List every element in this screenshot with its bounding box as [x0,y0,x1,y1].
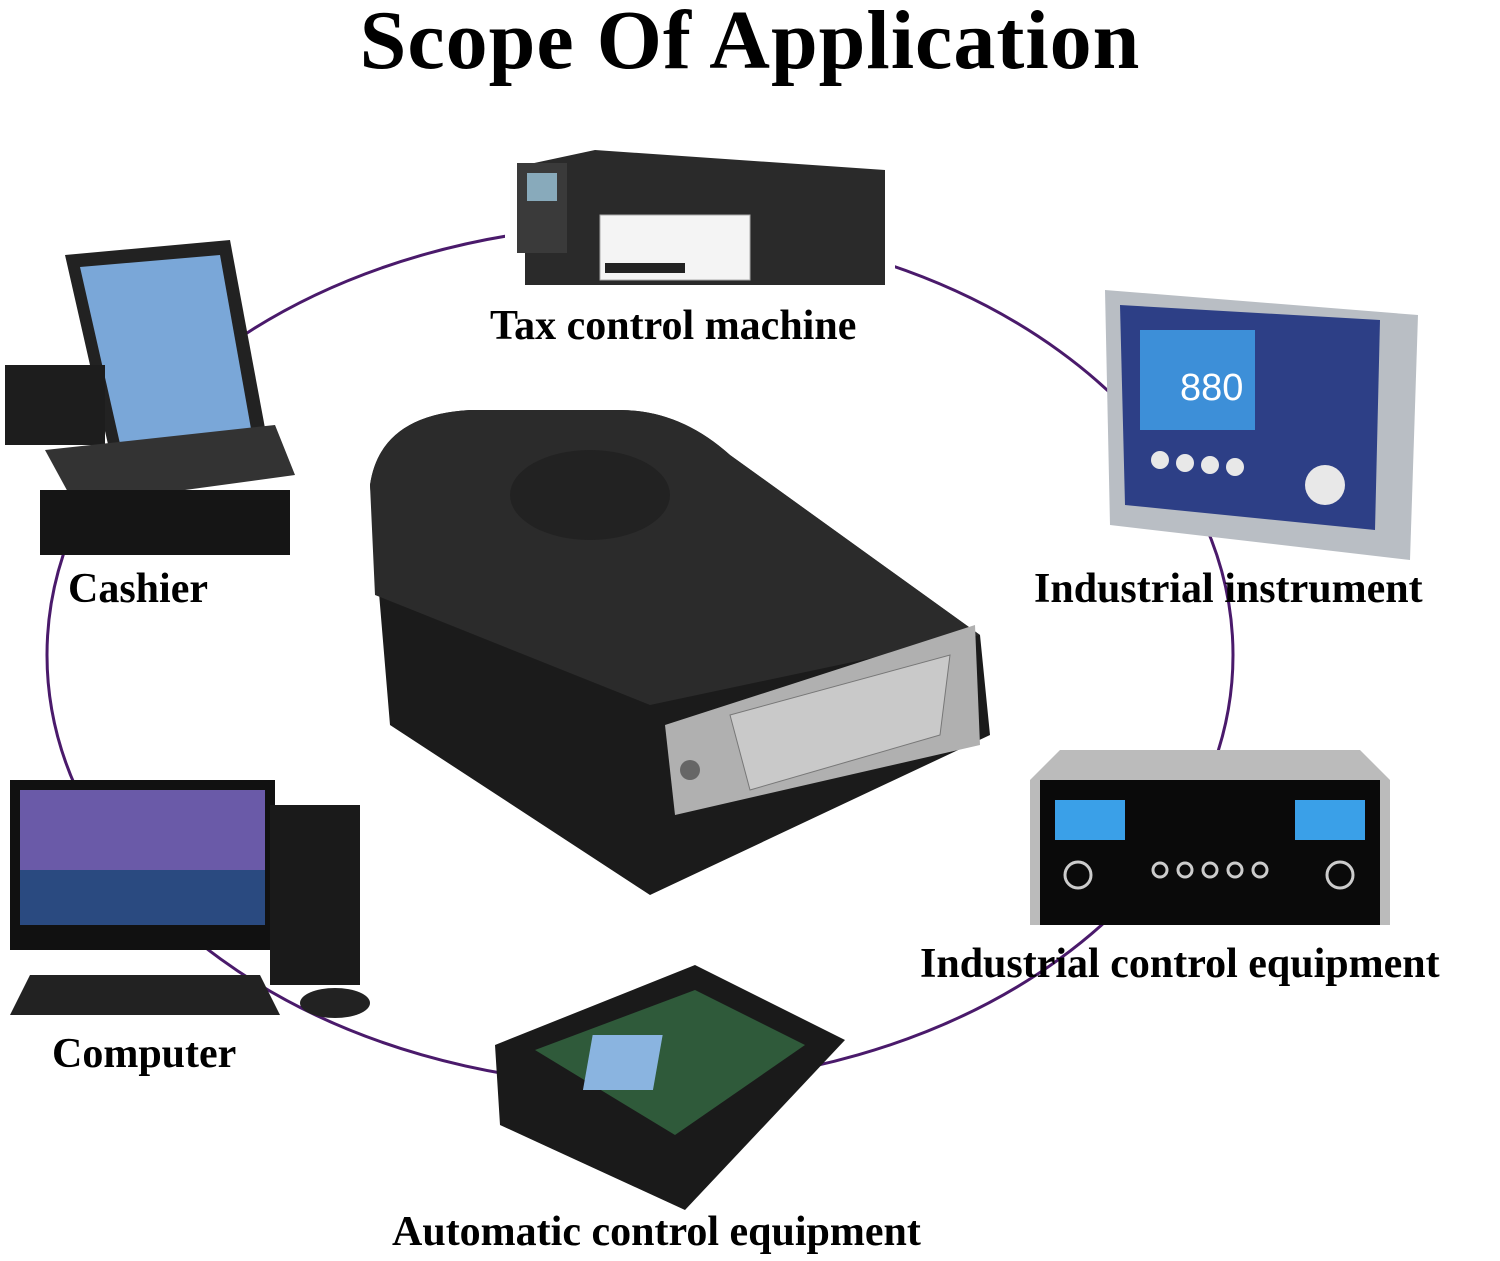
printer-image [505,145,895,295]
label-computer: Computer [52,1031,237,1077]
amplifier-image [1030,750,1390,925]
label-industrial-instrument: Industrial instrument [1034,566,1423,612]
label-industrial-control-equipment: Industrial control equipment [920,941,1440,987]
label-tax-control-machine: Tax control machine [490,303,857,349]
label-cashier: Cashier [68,566,208,612]
cashier-image [5,240,295,555]
instrument-image: 880 [1105,290,1418,560]
page-title: Scope Of Application [359,0,1141,87]
db15-connector-image [370,410,990,895]
label-automatic-control-equipment: Automatic control equipment [392,1209,921,1255]
mini-pc-image [495,965,845,1210]
computer-image [10,780,370,1018]
svg-text:880: 880 [1180,367,1243,409]
